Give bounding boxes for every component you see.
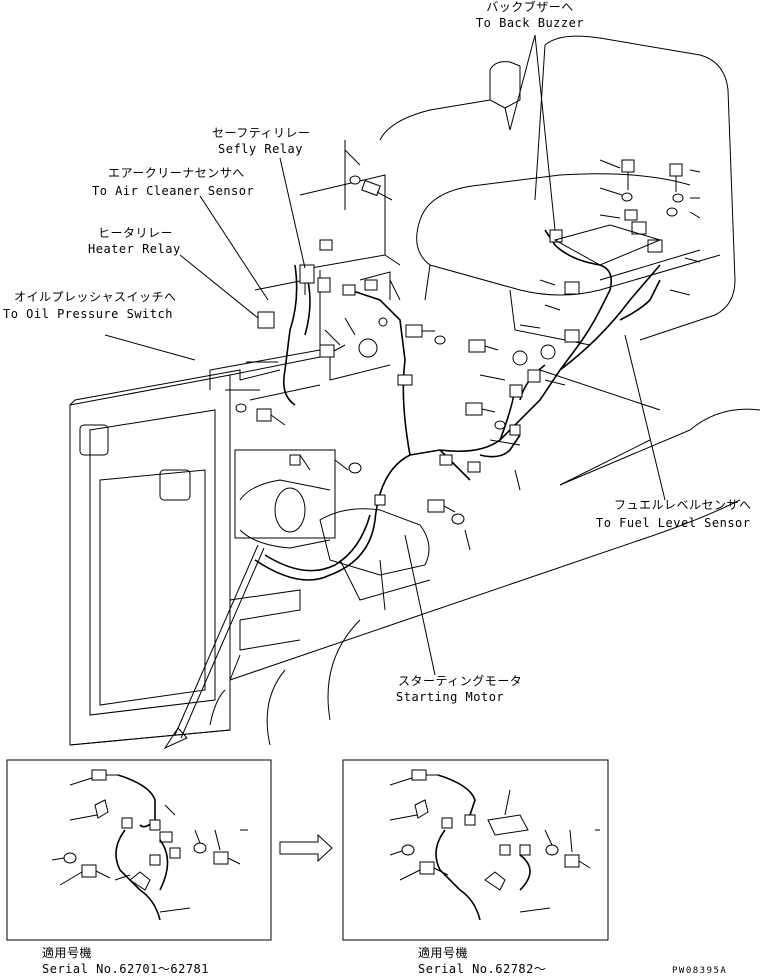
bolt: [465, 402, 496, 416]
detail-box-left: [6, 759, 272, 941]
bolt: [621, 159, 635, 190]
parts: [235, 159, 684, 525]
detail-box-right: [342, 759, 609, 941]
detail-left-serial: Serial No.62701〜62781: [42, 962, 209, 976]
heater-relay-label: Heater Relay: [88, 242, 181, 256]
bolt: [427, 499, 456, 513]
air-cleaner-label-jp: エアークリーナセンサへ: [108, 166, 245, 180]
fuel-level-label-jp: フュエルレベルセンサへ: [614, 498, 752, 512]
detail-left-applicable-label: 適用号機: [42, 946, 93, 960]
operator-seat: [379, 35, 736, 346]
machine-body: [209, 369, 761, 746]
leader-lines: [104, 34, 701, 676]
engine-frame: [209, 140, 401, 401]
bolt: [669, 163, 683, 192]
radiator-frame: [69, 354, 331, 746]
air-cleaner-label: To Air Cleaner Sensor: [92, 184, 255, 198]
drawing-code: PW08395A: [672, 966, 728, 976]
back-buzzer-label-jp: バックブザーへ: [486, 0, 574, 14]
starting-motor-label: Starting Motor: [396, 690, 505, 704]
detail-right-serial: Serial No.62782〜: [418, 962, 547, 976]
heater-relay-label-jp: ヒータリレー: [98, 226, 174, 240]
bolt: [405, 324, 435, 338]
bolt: [468, 339, 499, 353]
back-buzzer-label: To Back Buzzer: [475, 16, 585, 30]
bolt: [361, 179, 393, 201]
bolt: [319, 344, 346, 358]
detail-right-parts: [389, 769, 600, 921]
detail-left-parts: [51, 769, 248, 921]
bolt: [256, 408, 286, 426]
safety-relay-label-jp: セーフティリレー: [212, 126, 311, 140]
safety-relay-label: Sefly Relay: [218, 142, 303, 156]
oil-pressure-label: To Oil Pressure Switch: [3, 307, 173, 321]
arrow-down-left-icon: [163, 544, 265, 750]
fuel-level-label: To Fuel Level Sensor: [596, 516, 751, 530]
starting-motor: [234, 449, 431, 601]
detail-right-applicable-label: 適用号機: [418, 946, 469, 960]
oil-pressure-label-jp: オイルプレッシャスイッチへ: [14, 290, 177, 304]
arrow-right-icon: [279, 833, 333, 863]
starting-motor-label-jp: スターティングモータ: [398, 674, 523, 688]
